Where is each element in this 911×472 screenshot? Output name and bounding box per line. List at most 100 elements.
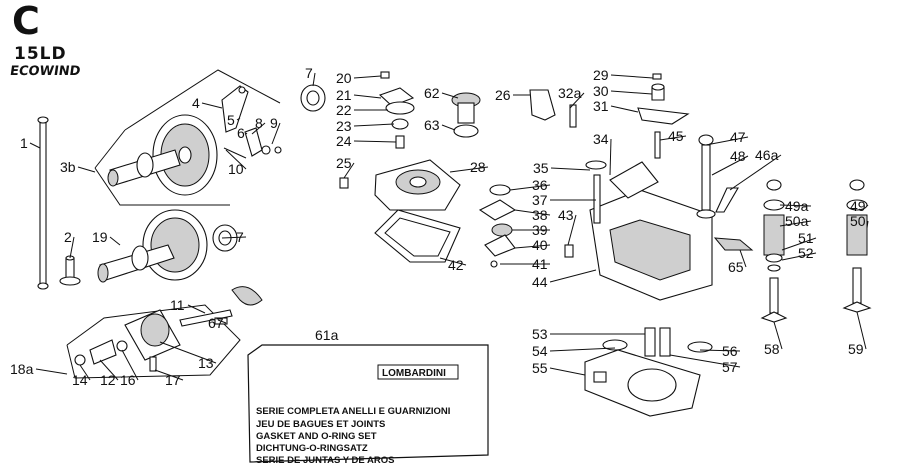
leader-line-21 bbox=[353, 94, 382, 99]
oil-pump-bracket bbox=[66, 304, 241, 379]
leader-line-7 bbox=[312, 72, 316, 87]
pushrod-part bbox=[37, 116, 49, 290]
part-label-16: 16 bbox=[120, 372, 136, 388]
leader-line-28 bbox=[449, 166, 489, 173]
engine-model: 15LD bbox=[14, 44, 67, 64]
cover-gasket-41 bbox=[374, 209, 461, 263]
part-label-8: 8 bbox=[255, 115, 263, 131]
part-label-54: 54 bbox=[532, 343, 548, 359]
part-label-51: 51 bbox=[798, 230, 814, 246]
leader-line-65 bbox=[739, 249, 747, 268]
part-label-17: 17 bbox=[165, 372, 181, 388]
part-label-48: 48 bbox=[730, 148, 746, 164]
part-label-20: 20 bbox=[336, 70, 352, 86]
leader-line-34 bbox=[609, 138, 612, 176]
kit-line-2: JEU DE BAGUES ET JOINTS bbox=[256, 419, 385, 430]
part-label-36: 36 bbox=[532, 177, 548, 193]
part-label-12: 12 bbox=[100, 372, 116, 388]
leader-line-4 bbox=[201, 102, 223, 109]
leader-line-19 bbox=[109, 236, 121, 246]
part-label-9: 9 bbox=[270, 115, 278, 131]
leader-line-5 bbox=[236, 117, 241, 121]
tappet-part bbox=[59, 255, 81, 286]
leader-line-2 bbox=[69, 236, 75, 259]
leader-line-6 bbox=[245, 132, 248, 135]
part-label-65: 65 bbox=[728, 259, 744, 275]
leader-line-38 bbox=[514, 209, 551, 216]
oil-seal-7-upper bbox=[300, 84, 326, 112]
part-label-67: 67 bbox=[208, 315, 224, 331]
part-label-37: 37 bbox=[532, 192, 548, 208]
part-label-50: 50 bbox=[850, 213, 866, 229]
leader-line-44 bbox=[549, 269, 597, 283]
leader-line-50 bbox=[866, 220, 869, 229]
leader-line-35 bbox=[550, 167, 591, 171]
timing-chain-detail bbox=[231, 286, 263, 306]
part-label-7: 7 bbox=[305, 65, 313, 81]
leader-line-42 bbox=[439, 257, 467, 266]
leader-line-46a bbox=[729, 154, 782, 191]
part-label-63: 63 bbox=[424, 117, 440, 133]
part-label-47: 47 bbox=[730, 129, 746, 145]
leader-line-32a bbox=[569, 92, 585, 109]
part-label-32a: 32a bbox=[558, 85, 582, 101]
part-label-46a: 46a bbox=[755, 147, 779, 163]
part-label-25: 25 bbox=[336, 155, 352, 171]
leader-line-9 bbox=[271, 122, 281, 145]
leader-line-23 bbox=[353, 123, 395, 127]
part-label-29: 29 bbox=[593, 67, 609, 83]
part-label-52: 52 bbox=[798, 245, 814, 261]
part-label-13: 13 bbox=[198, 355, 214, 371]
small-lever-parts bbox=[223, 127, 282, 159]
part-label-43: 43 bbox=[558, 207, 574, 223]
part-label-58: 58 bbox=[764, 341, 780, 357]
leader-line-54 bbox=[549, 347, 616, 352]
leader-line-13 bbox=[159, 341, 217, 364]
leader-line-25 bbox=[343, 162, 355, 179]
leader-line-63 bbox=[441, 124, 456, 131]
part-label-62: 62 bbox=[424, 85, 440, 101]
part-label-26: 26 bbox=[495, 87, 511, 103]
camshaft-gear-upper bbox=[107, 114, 218, 196]
filler-cap-62-63 bbox=[451, 92, 481, 138]
leader-line-48 bbox=[711, 155, 749, 176]
leader-line-49 bbox=[866, 204, 869, 207]
rocker-lever-part bbox=[221, 85, 249, 133]
part-label-35: 35 bbox=[533, 160, 549, 176]
leader-line-1 bbox=[29, 142, 41, 149]
part-label-53: 53 bbox=[532, 326, 548, 342]
leader-line-31 bbox=[610, 105, 639, 113]
part-label-31: 31 bbox=[593, 98, 609, 114]
kit-line-5: SERIE DE JUNTAS Y DE AROS bbox=[256, 455, 395, 466]
part-label-19: 19 bbox=[92, 229, 108, 245]
part-label-42: 42 bbox=[448, 257, 464, 273]
part-label-24: 24 bbox=[336, 133, 352, 149]
part-label-1: 1 bbox=[20, 135, 28, 151]
part-label-4: 4 bbox=[192, 95, 200, 111]
part-label-34: 34 bbox=[593, 131, 609, 147]
oil-pump-parts bbox=[74, 309, 233, 372]
leader-line-24 bbox=[353, 140, 397, 143]
leader-line-20 bbox=[353, 75, 382, 79]
leader-line-7 bbox=[221, 236, 247, 239]
head-gasket-55 bbox=[584, 349, 701, 417]
valve-spring-group-a bbox=[760, 179, 788, 323]
leader-line-45 bbox=[659, 135, 687, 141]
kit-line-3: GASKET AND O-RING SET bbox=[256, 431, 377, 442]
leader-line-10 bbox=[225, 149, 247, 170]
part-label-45: 45 bbox=[668, 128, 684, 144]
part-label-14: 14 bbox=[72, 372, 88, 388]
valve-guides-53-57 bbox=[602, 327, 713, 357]
leader-line-40 bbox=[514, 244, 551, 249]
part-label-5: 5 bbox=[227, 112, 235, 128]
leader-line-50a bbox=[779, 220, 812, 227]
part-label-38: 38 bbox=[532, 207, 548, 223]
part-label-30: 30 bbox=[593, 83, 609, 99]
leader-line-55 bbox=[549, 367, 586, 376]
part-label-22: 22 bbox=[336, 102, 352, 118]
part-label-10: 10 bbox=[228, 161, 244, 177]
leader-line-59 bbox=[856, 311, 867, 350]
top-small-parts bbox=[339, 71, 415, 189]
